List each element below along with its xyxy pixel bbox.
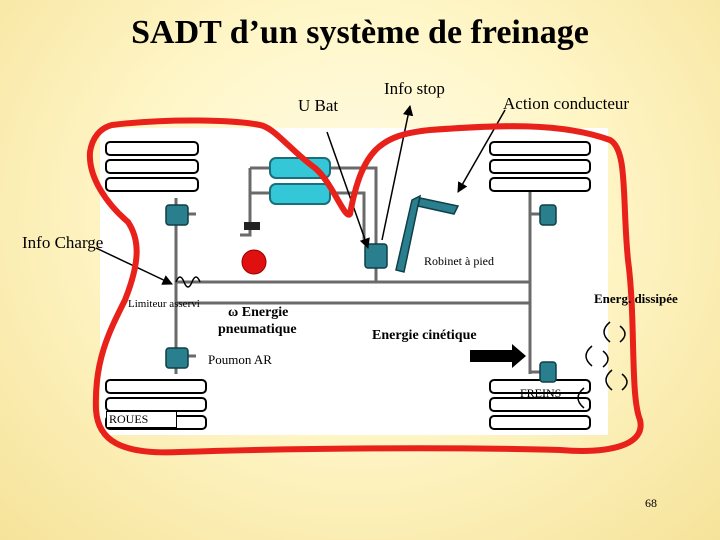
rear-right-actuator: [539, 361, 557, 383]
rear-left-actuator: [165, 347, 189, 369]
energie-pneumatique-line2: pneumatique: [218, 322, 297, 337]
compressor: [241, 222, 267, 275]
pneumatic-lines: [174, 166, 548, 374]
air-tank-lower: [269, 183, 331, 205]
limiteur-label: Limiteur asservi: [128, 298, 200, 310]
freins-label: FREINS: [520, 386, 562, 400]
u-bat-label: U Bat: [298, 96, 339, 115]
energie-pneumatique-line1: ω Energie: [228, 305, 289, 320]
front-left-wheel: [105, 141, 199, 192]
info-stop-arrow: [381, 104, 414, 241]
poumon-label: Poumon AR: [208, 352, 272, 367]
action-conducteur-label: Action conducteur: [503, 94, 630, 113]
page-title: SADT d’un système de freinage: [131, 14, 589, 51]
brake-pedal: [395, 194, 460, 273]
info-charge-label: Info Charge: [22, 233, 104, 252]
dissipated-energy-swirls: [577, 321, 628, 409]
foot-valve-body: [364, 243, 388, 269]
u-bat-arrow: [326, 131, 370, 249]
energie-cinetique-label: Energie cinétique: [372, 328, 477, 343]
energ-dissipee-label: Energ. dissipée: [594, 291, 678, 306]
info-stop-label: Info stop: [384, 79, 445, 98]
robinet-label: Robinet à pied: [424, 254, 494, 268]
front-right-wheel: [489, 141, 591, 192]
front-right-actuator: [539, 204, 557, 226]
roues-label: ROUES: [106, 411, 178, 428]
page-number: 68: [645, 496, 657, 510]
system-boundary-outline: [86, 117, 644, 456]
load-limiter-spring: [175, 276, 201, 288]
front-left-actuator: [165, 204, 189, 226]
kinetic-energy-arrow: [470, 344, 526, 368]
rear-right-wheel: [489, 379, 591, 430]
